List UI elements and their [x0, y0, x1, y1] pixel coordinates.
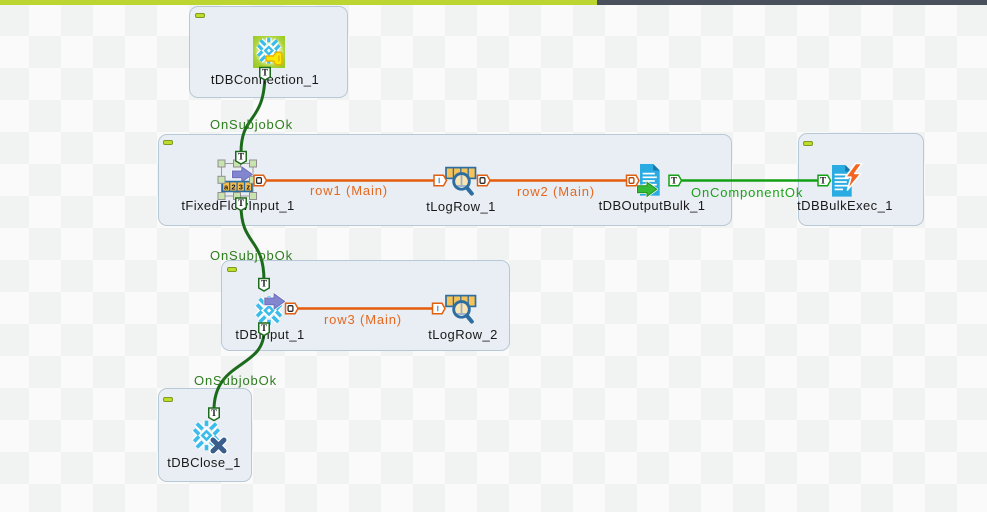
- collapse-subjob-button[interactable]: [163, 140, 173, 145]
- component-label-tlogrow1[interactable]: tLogRow_1: [426, 199, 496, 214]
- collapse-subjob-button[interactable]: [227, 267, 237, 272]
- selection-handles: [217, 159, 257, 200]
- key-icon: [265, 51, 283, 66]
- snowflake-close-icon[interactable]: [186, 415, 230, 459]
- link-label-onsubjobok-1[interactable]: OnSubjobOk: [210, 117, 293, 132]
- snowflake-input-icon[interactable]: [249, 290, 289, 332]
- component-label-tdbbulkexec[interactable]: tDBBulkExec_1: [797, 198, 893, 213]
- db-bulk-exec-icon[interactable]: [826, 159, 868, 201]
- component-label-tlogrow2[interactable]: tLogRow_2: [428, 327, 498, 342]
- db-output-bulk-icon[interactable]: [634, 160, 674, 200]
- close-x-icon: [209, 436, 228, 455]
- document-icon: [831, 164, 853, 198]
- link-label-oncomponentok[interactable]: OnComponentOk: [691, 185, 804, 200]
- component-label-tdbclose[interactable]: tDBClose_1: [167, 455, 241, 470]
- collapse-subjob-button[interactable]: [803, 141, 813, 146]
- svg-text:3: 3: [239, 182, 243, 191]
- collapse-subjob-button[interactable]: [195, 13, 205, 18]
- link-label-row2[interactable]: row2 (Main): [517, 184, 595, 199]
- lightning-bolt-icon: [844, 162, 863, 191]
- component-label-tfixedflowinput[interactable]: tFixedFlowInput_1: [181, 198, 295, 213]
- component-label-tdboutputbulk[interactable]: tDBOutputBulk_1: [598, 198, 706, 213]
- component-label-tdbinput[interactable]: tDBInput_1: [235, 327, 305, 342]
- link-label-onsubjobok-2[interactable]: OnSubjobOk: [210, 248, 293, 263]
- svg-text:a: a: [224, 182, 229, 191]
- link-label-row1[interactable]: row1 (Main): [310, 183, 388, 198]
- component-label-tdbconnection[interactable]: tDBConnection_1: [210, 72, 320, 87]
- logrow-icon[interactable]: [442, 292, 478, 328]
- collapse-subjob-button[interactable]: [163, 397, 173, 402]
- logrow-icon[interactable]: [442, 164, 478, 200]
- arrow-right-icon: [636, 181, 658, 198]
- snowflake-connection-icon[interactable]: [251, 34, 289, 72]
- link-label-row3[interactable]: row3 (Main): [324, 312, 402, 327]
- svg-text:z: z: [246, 182, 250, 191]
- svg-text:2: 2: [231, 182, 235, 191]
- top-accent-bar-left: [0, 0, 597, 5]
- link-label-onsubjobok-3[interactable]: OnSubjobOk: [194, 373, 277, 388]
- top-accent-bar-right: [597, 0, 987, 5]
